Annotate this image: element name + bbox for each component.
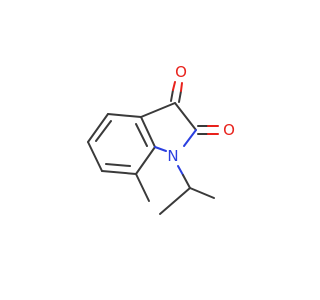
bond-c2-n1	[183, 129, 197, 147]
oxygen-top-label: O	[175, 63, 187, 81]
bond-n1-ch	[177, 165, 184, 176]
oxygen-right-label: O	[223, 121, 235, 139]
bond-c7a-c7	[135, 146, 156, 175]
bond-c5-c4-inner	[95, 120, 112, 142]
bond-c3-c2	[174, 102, 197, 131]
bond-n1-c7a	[154, 146, 167, 152]
bond-ch-ch3-right	[189, 187, 215, 199]
bond-c3-o-b	[178, 90, 182, 103]
nitrogen-label: N	[167, 147, 178, 165]
bond-c5-c4	[87, 113, 109, 143]
bond-n1-ch-grey	[182, 174, 191, 189]
benzene-ring	[87, 113, 156, 175]
bond-c7-c6	[101, 170, 137, 175]
isopropyl-group	[159, 165, 215, 215]
bond-c3-o-a	[170, 89, 174, 102]
bond-c3-o-b-red	[180, 82, 183, 92]
pyrrolidine-ring	[140, 102, 197, 152]
structure-diagram: O O N	[87, 63, 235, 215]
bond-c4-c3a	[107, 113, 142, 118]
bond-c7-methyl	[135, 173, 150, 202]
bond-c3-o-a-red	[172, 81, 176, 91]
bond-c6-c5	[87, 141, 103, 172]
carbonyl-c3	[170, 81, 183, 103]
bond-c3a-c7a-inner	[135, 123, 148, 147]
bond-c3a-c3	[140, 102, 176, 118]
carbonyl-c2	[197, 125, 219, 135]
bond-ch-ch3-left	[159, 187, 191, 215]
bond-c3a-c7a	[140, 116, 156, 148]
bond-c7-c6-inner	[105, 163, 131, 167]
